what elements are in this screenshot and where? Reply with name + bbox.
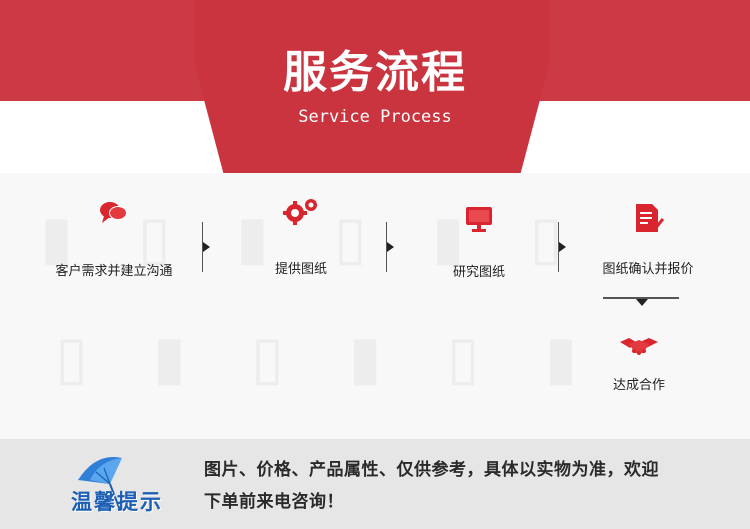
process-step-cooperation: 达成合作 xyxy=(600,334,678,393)
notice-logo-text: 温馨提示 xyxy=(71,490,163,514)
page-subtitle: Service Process xyxy=(298,107,452,127)
step-divider xyxy=(558,222,559,272)
arrow-right-icon xyxy=(559,242,566,252)
arrow-right-icon xyxy=(203,242,210,252)
document-check-icon xyxy=(636,204,664,233)
notice-bar xyxy=(0,439,750,529)
process-step-study-drawings: 研究图纸 xyxy=(440,205,518,280)
process-step-provide-drawings: 提供图纸 xyxy=(262,196,340,277)
step-divider xyxy=(202,222,203,272)
chat-bubbles-icon xyxy=(100,202,127,223)
umbrella-icon xyxy=(78,456,122,511)
process-step-confirm-quote: 图纸确认并报价 xyxy=(592,202,704,277)
step-label: 提供图纸 xyxy=(274,262,327,277)
background-pattern: ▯ ▮ ▯ ▮ ▯ ▮ xyxy=(55,323,600,393)
step-label: 达成合作 xyxy=(612,378,665,393)
process-step-consult: 客户需求并建立沟通 xyxy=(48,200,180,279)
step-label: 研究图纸 xyxy=(452,265,505,280)
title-banner xyxy=(195,0,549,173)
step-divider xyxy=(603,297,679,299)
step-divider xyxy=(386,222,387,272)
arrow-down-icon xyxy=(636,299,648,306)
step-label: 客户需求并建立沟通 xyxy=(55,264,173,279)
notice-line: 图片、价格、产品属性、仅供参考，具体以实物为准，欢迎 xyxy=(204,460,659,480)
step-label: 图纸确认并报价 xyxy=(602,262,694,277)
notice-line: 下单前来电咨询！ xyxy=(204,492,344,512)
monitor-icon xyxy=(466,207,492,232)
gears-icon xyxy=(283,199,317,225)
notice-text: 图片、价格、产品属性、仅供参考，具体以实物为准，欢迎 下单前来电咨询！ xyxy=(204,454,714,518)
page-title: 服务流程 xyxy=(283,47,467,98)
arrow-right-icon xyxy=(387,242,394,252)
handshake-icon xyxy=(620,338,658,355)
